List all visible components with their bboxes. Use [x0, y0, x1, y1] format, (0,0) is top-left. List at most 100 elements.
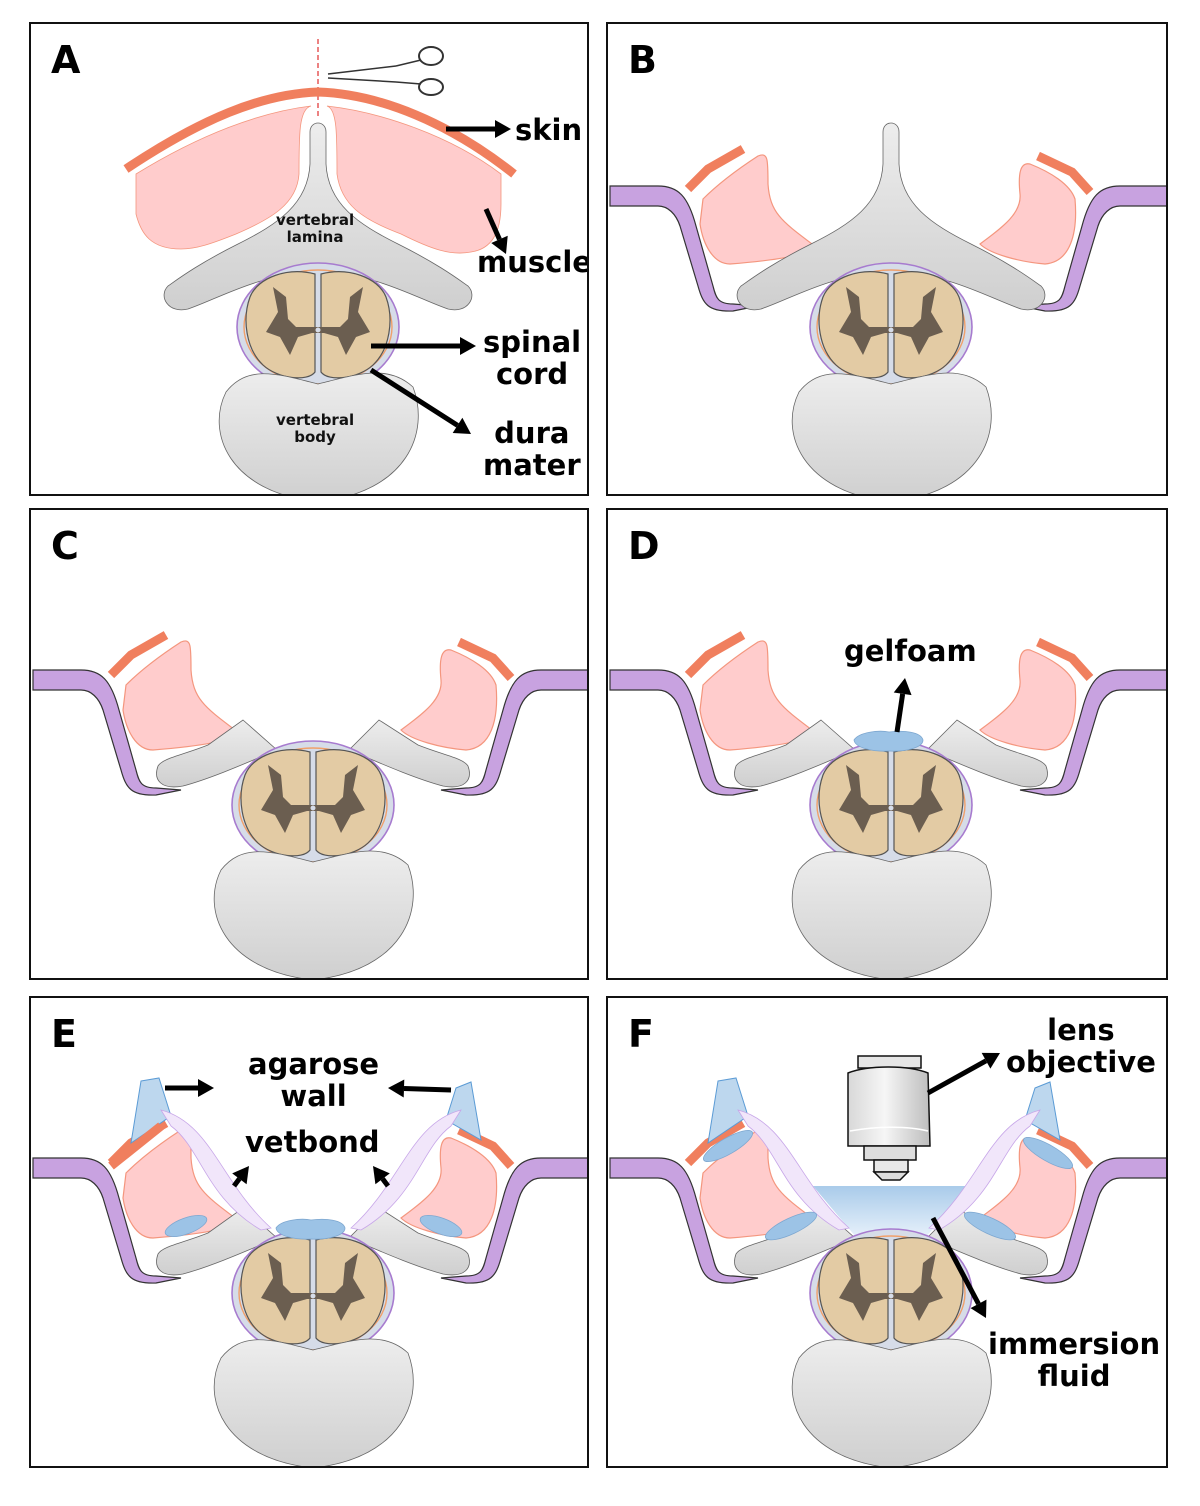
panel-a: A skin muscle spinal cord dura mater ver…: [29, 22, 589, 496]
retractor-right: [440, 1157, 587, 1284]
spinal-cord-arrow-head: [460, 337, 476, 355]
vetbond-arrow-left: [231, 1177, 242, 1188]
spinal-cord: [809, 740, 973, 870]
agarose-arrow-left-head: [198, 1079, 214, 1097]
panel-letter: E: [51, 1012, 77, 1056]
agarose-wall-label: agarose wall: [248, 1048, 379, 1113]
retractor-left: [609, 1157, 759, 1284]
skin-flap-right: [457, 1125, 515, 1170]
vetbond-blob-left-bottom: [764, 1211, 818, 1241]
objective-ring: [849, 1126, 929, 1132]
panel-c: C: [29, 508, 589, 980]
spinal-cord-label: spinal cord: [483, 326, 581, 391]
vertebral-body: [213, 1338, 414, 1466]
vertebral-body-label: vertebral body: [276, 412, 354, 446]
scissors-handle-bottom: [418, 78, 444, 96]
dura-mater-arrow-head: [452, 417, 471, 434]
skin-label: skin: [515, 113, 583, 147]
gelfoam-arrow-head: [893, 678, 912, 696]
lamina-remnant-right: [348, 719, 470, 788]
vetbond-blob-right-top: [1023, 1136, 1073, 1170]
central-canal: [888, 327, 894, 333]
panel-letter: D: [628, 524, 660, 568]
lamina-remnant-left: [156, 719, 278, 788]
spinal-cord-label-line-2: cord: [495, 357, 569, 392]
central-canal: [888, 805, 894, 811]
skin-flap-left: [107, 631, 169, 679]
vertebral-body: [791, 372, 992, 494]
vertebral-body-label-line-2: body: [294, 427, 336, 446]
vetbond-right: [350, 1109, 462, 1231]
panel-e-illustration: [32, 1077, 587, 1466]
central-canal: [310, 1293, 316, 1299]
vetbond-arrow-left-head: [232, 1166, 249, 1185]
lens-objective-arrow: [926, 1058, 988, 1096]
immersion-fluid-label: immersion fluid: [988, 1328, 1160, 1393]
skin-flap-left: [684, 631, 746, 679]
dura-mater-label-line-1: dura: [494, 416, 570, 450]
agarose-wall-label-line-1: agarose: [248, 1047, 380, 1081]
spinal-cord: [809, 262, 973, 392]
gelfoam: [853, 730, 924, 752]
dura-mater-label: dura mater: [483, 417, 581, 482]
vertebral-body: [213, 850, 414, 978]
spinal-cord: [231, 740, 395, 870]
agarose-wall-label-line-2: wall: [280, 1079, 347, 1114]
objective-mount: [857, 1055, 922, 1069]
muscle-left: [699, 154, 817, 265]
muscle-left: [699, 1128, 817, 1239]
muscle-arrow: [483, 207, 502, 241]
vertebral-body: [218, 372, 419, 494]
gelfoam-label: gelfoam: [844, 634, 977, 668]
vertebral-lamina-label: vertebral lamina: [276, 212, 354, 246]
panel-a-illustration: [123, 39, 517, 494]
muscle-label: muscle: [477, 245, 589, 279]
grey-matter: [839, 287, 943, 355]
objective-nose: [873, 1159, 909, 1173]
panel-letter: A: [51, 38, 81, 82]
panel-f: F lens objective immersion fluid: [606, 996, 1168, 1468]
muscle-right: [326, 105, 502, 254]
panel-f-illustration: [609, 1052, 1166, 1466]
vetbond-blob-right: [419, 1214, 463, 1238]
skin-arrow-head: [495, 120, 511, 138]
muscle-arrow-head: [491, 235, 508, 254]
vertebral-body-label-line-1: vertebral: [276, 411, 355, 429]
agarose-wall-right: [445, 1081, 482, 1141]
vetbond-blob-left: [164, 1214, 208, 1238]
lamina-remnant-left: [156, 1207, 278, 1276]
lens-objective-label: lens objective: [1006, 1014, 1156, 1079]
retractor-left: [32, 1157, 182, 1284]
skin-flap-right: [1036, 637, 1094, 682]
objective-tip: [872, 1171, 910, 1181]
panel-letter: B: [628, 38, 657, 82]
grey-matter: [261, 1253, 365, 1321]
gelfoam-arrow: [894, 693, 906, 733]
objective-barrel: [847, 1066, 931, 1147]
vetbond-left: [737, 1109, 850, 1231]
retractor-right: [1019, 1157, 1166, 1284]
grey-matter: [839, 765, 943, 833]
scissors-icon: [327, 46, 444, 96]
retractor-left: [32, 669, 182, 796]
vertebral-lamina-label-line-2: lamina: [286, 227, 344, 246]
retractor-right: [440, 669, 587, 796]
central-canal: [888, 1293, 894, 1299]
vertebral-lamina-label-line-1: vertebral: [276, 211, 355, 229]
grey-matter: [839, 1253, 943, 1321]
grey-matter: [261, 765, 365, 833]
spinal-cord: [809, 1228, 973, 1358]
lamina-remnant-left: [734, 1207, 856, 1276]
panel-e: E agarose wall vetbond: [29, 996, 589, 1468]
lamina-remnant-left: [734, 719, 856, 788]
lamina-remnant-right: [348, 1207, 470, 1276]
muscle-left: [122, 640, 240, 751]
spinal-cord: [236, 262, 400, 392]
skin-flap-right: [457, 637, 515, 682]
immersion-fluid-label-line-1: immersion: [988, 1327, 1161, 1361]
dura-mater-arrow: [369, 367, 459, 428]
panel-b-illustration: [609, 122, 1166, 494]
panel-letter: C: [51, 524, 79, 568]
panel-d: D gelfoam: [606, 508, 1168, 980]
muscle-right: [979, 163, 1077, 265]
